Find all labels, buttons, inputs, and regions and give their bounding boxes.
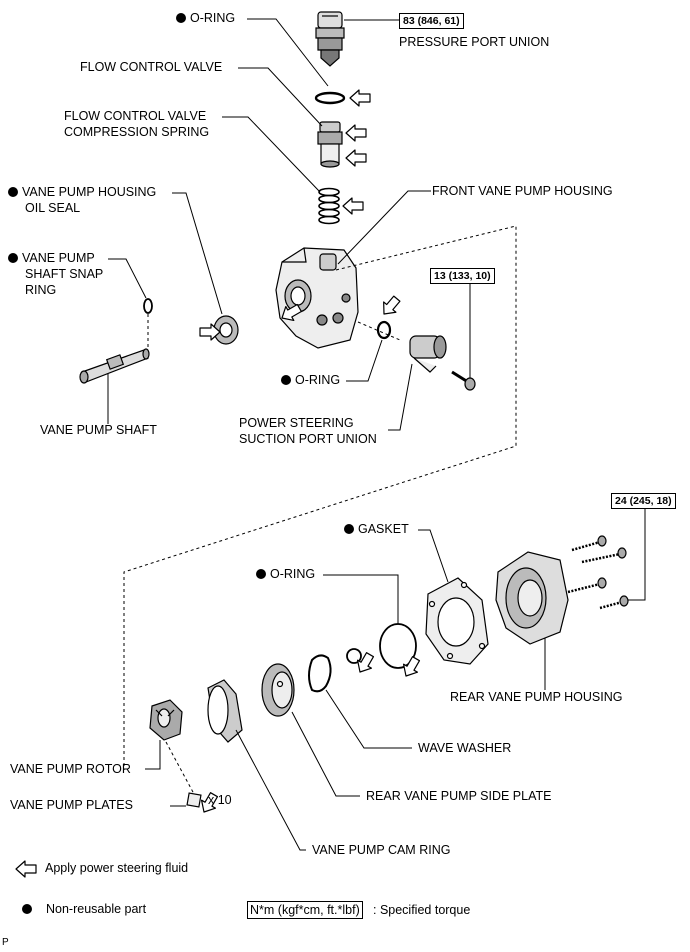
non-reusable-dot-icon — [344, 524, 354, 534]
label-suction-union-1: POWER STEERING — [239, 416, 354, 430]
label-snap-ring-3: RING — [25, 283, 57, 297]
footer-mark: P — [2, 937, 9, 948]
label-wave-washer: WAVE WASHER — [418, 741, 512, 755]
label-vane-pump-shaft: VANE PUMP SHAFT — [40, 423, 157, 437]
label-spring-1: FLOW CONTROL VALVE — [64, 109, 207, 123]
label-o-ring-mid: O-RING — [281, 372, 340, 389]
label-snap-ring-2: SHAFT SNAP — [25, 267, 104, 281]
snap-ring — [143, 298, 153, 314]
non-reusable-dot-icon — [256, 569, 266, 579]
o-ring-mid — [376, 320, 392, 340]
wave-washer — [308, 654, 332, 693]
front-vane-pump-housing — [275, 247, 359, 349]
torque-pressure-port: 83 (846, 61) — [399, 13, 464, 29]
cam-ring — [207, 679, 243, 743]
label-pressure-port-union: PRESSURE PORT UNION — [399, 35, 550, 49]
compression-spring — [318, 187, 340, 225]
torque-rear-bolts: 24 (245, 18) — [611, 493, 676, 509]
torque-suction-bolt: 13 (133, 10) — [430, 268, 495, 284]
label-spring-2: COMPRESSION SPRING — [64, 125, 210, 139]
label-o-ring-low: O-RING — [256, 566, 315, 583]
non-reusable-dot-icon — [8, 253, 18, 263]
fluid-arrow-icon — [377, 292, 404, 320]
dashed-union-line — [357, 321, 401, 341]
pressure-port-union — [315, 11, 345, 67]
legend-non-reusable: Non-reusable part — [22, 901, 146, 918]
label-oil-seal-1: VANE PUMP HOUSING — [8, 184, 156, 201]
label-flow-control-valve: FLOW CONTROL VALVE — [80, 60, 223, 74]
leader-o-ring-low — [323, 574, 399, 624]
o-ring-top — [314, 91, 346, 105]
rear-bolts — [567, 535, 629, 610]
label-gasket: GASKET — [344, 521, 409, 538]
non-reusable-dot-icon — [281, 375, 291, 385]
legend-apply-fluid: Apply power steering fluid — [45, 861, 189, 875]
legend-torque-unit: N*m (kgf*cm, ft.*lbf) — [247, 901, 363, 919]
suction-bolt — [451, 370, 476, 391]
leader-o-ring-mid — [346, 339, 383, 382]
label-o-ring-top: O-RING — [176, 10, 235, 27]
vane-pump-plate — [186, 792, 202, 808]
label-suction-union-2: SUCTION PORT UNION — [239, 432, 377, 446]
label-plates: VANE PUMP PLATES — [10, 798, 133, 812]
legend-arrow-icon — [15, 860, 37, 878]
label-cam-ring: VANE PUMP CAM RING — [312, 843, 451, 857]
leader-suction-union — [388, 363, 413, 431]
flow-control-valve — [317, 121, 343, 168]
fluid-arrow-icon — [345, 149, 367, 167]
label-plates-qty: x 10 — [208, 793, 232, 807]
label-side-plate: REAR VANE PUMP SIDE PLATE — [366, 789, 552, 803]
fluid-arrow-icon — [349, 89, 371, 107]
leader-snap-ring — [108, 258, 147, 299]
label-rotor: VANE PUMP ROTOR — [10, 762, 131, 776]
leader-gasket — [418, 529, 449, 583]
leader-wave-washer — [325, 689, 412, 749]
leader-flow-control-valve — [238, 67, 323, 127]
leader-cam-ring — [235, 729, 306, 851]
legend-torque-desc: : Specified torque — [373, 903, 471, 917]
label-oil-seal-2: OIL SEAL — [25, 201, 81, 215]
rear-side-plate — [261, 663, 295, 717]
label-rear-housing: REAR VANE PUMP HOUSING — [450, 690, 623, 704]
o-ring-small — [346, 648, 362, 664]
gasket — [425, 577, 489, 665]
leader-front-housing — [337, 190, 431, 265]
leader-o-ring-top — [247, 18, 329, 87]
suction-port-union — [409, 335, 447, 373]
rear-vane-pump-housing — [495, 551, 569, 645]
leader-oil-seal — [172, 192, 223, 315]
fluid-arrow-icon — [342, 197, 364, 215]
label-snap-ring-1: VANE PUMP — [8, 250, 95, 267]
leader-spring — [222, 116, 321, 193]
non-reusable-dot-icon — [176, 13, 186, 23]
leader-side-plate — [291, 711, 360, 797]
vane-pump-shaft — [79, 348, 150, 384]
fluid-arrow-icon — [345, 124, 367, 142]
non-reusable-dot-icon — [8, 187, 18, 197]
non-reusable-dot-icon — [22, 904, 32, 914]
dashed-rotor-plates — [165, 741, 195, 795]
leader-rear-bolts — [628, 507, 646, 601]
vane-pump-rotor — [149, 699, 183, 741]
label-front-housing: FRONT VANE PUMP HOUSING — [432, 184, 613, 198]
leader-rotor — [145, 740, 161, 770]
dashed-assembly-line — [123, 225, 517, 770]
